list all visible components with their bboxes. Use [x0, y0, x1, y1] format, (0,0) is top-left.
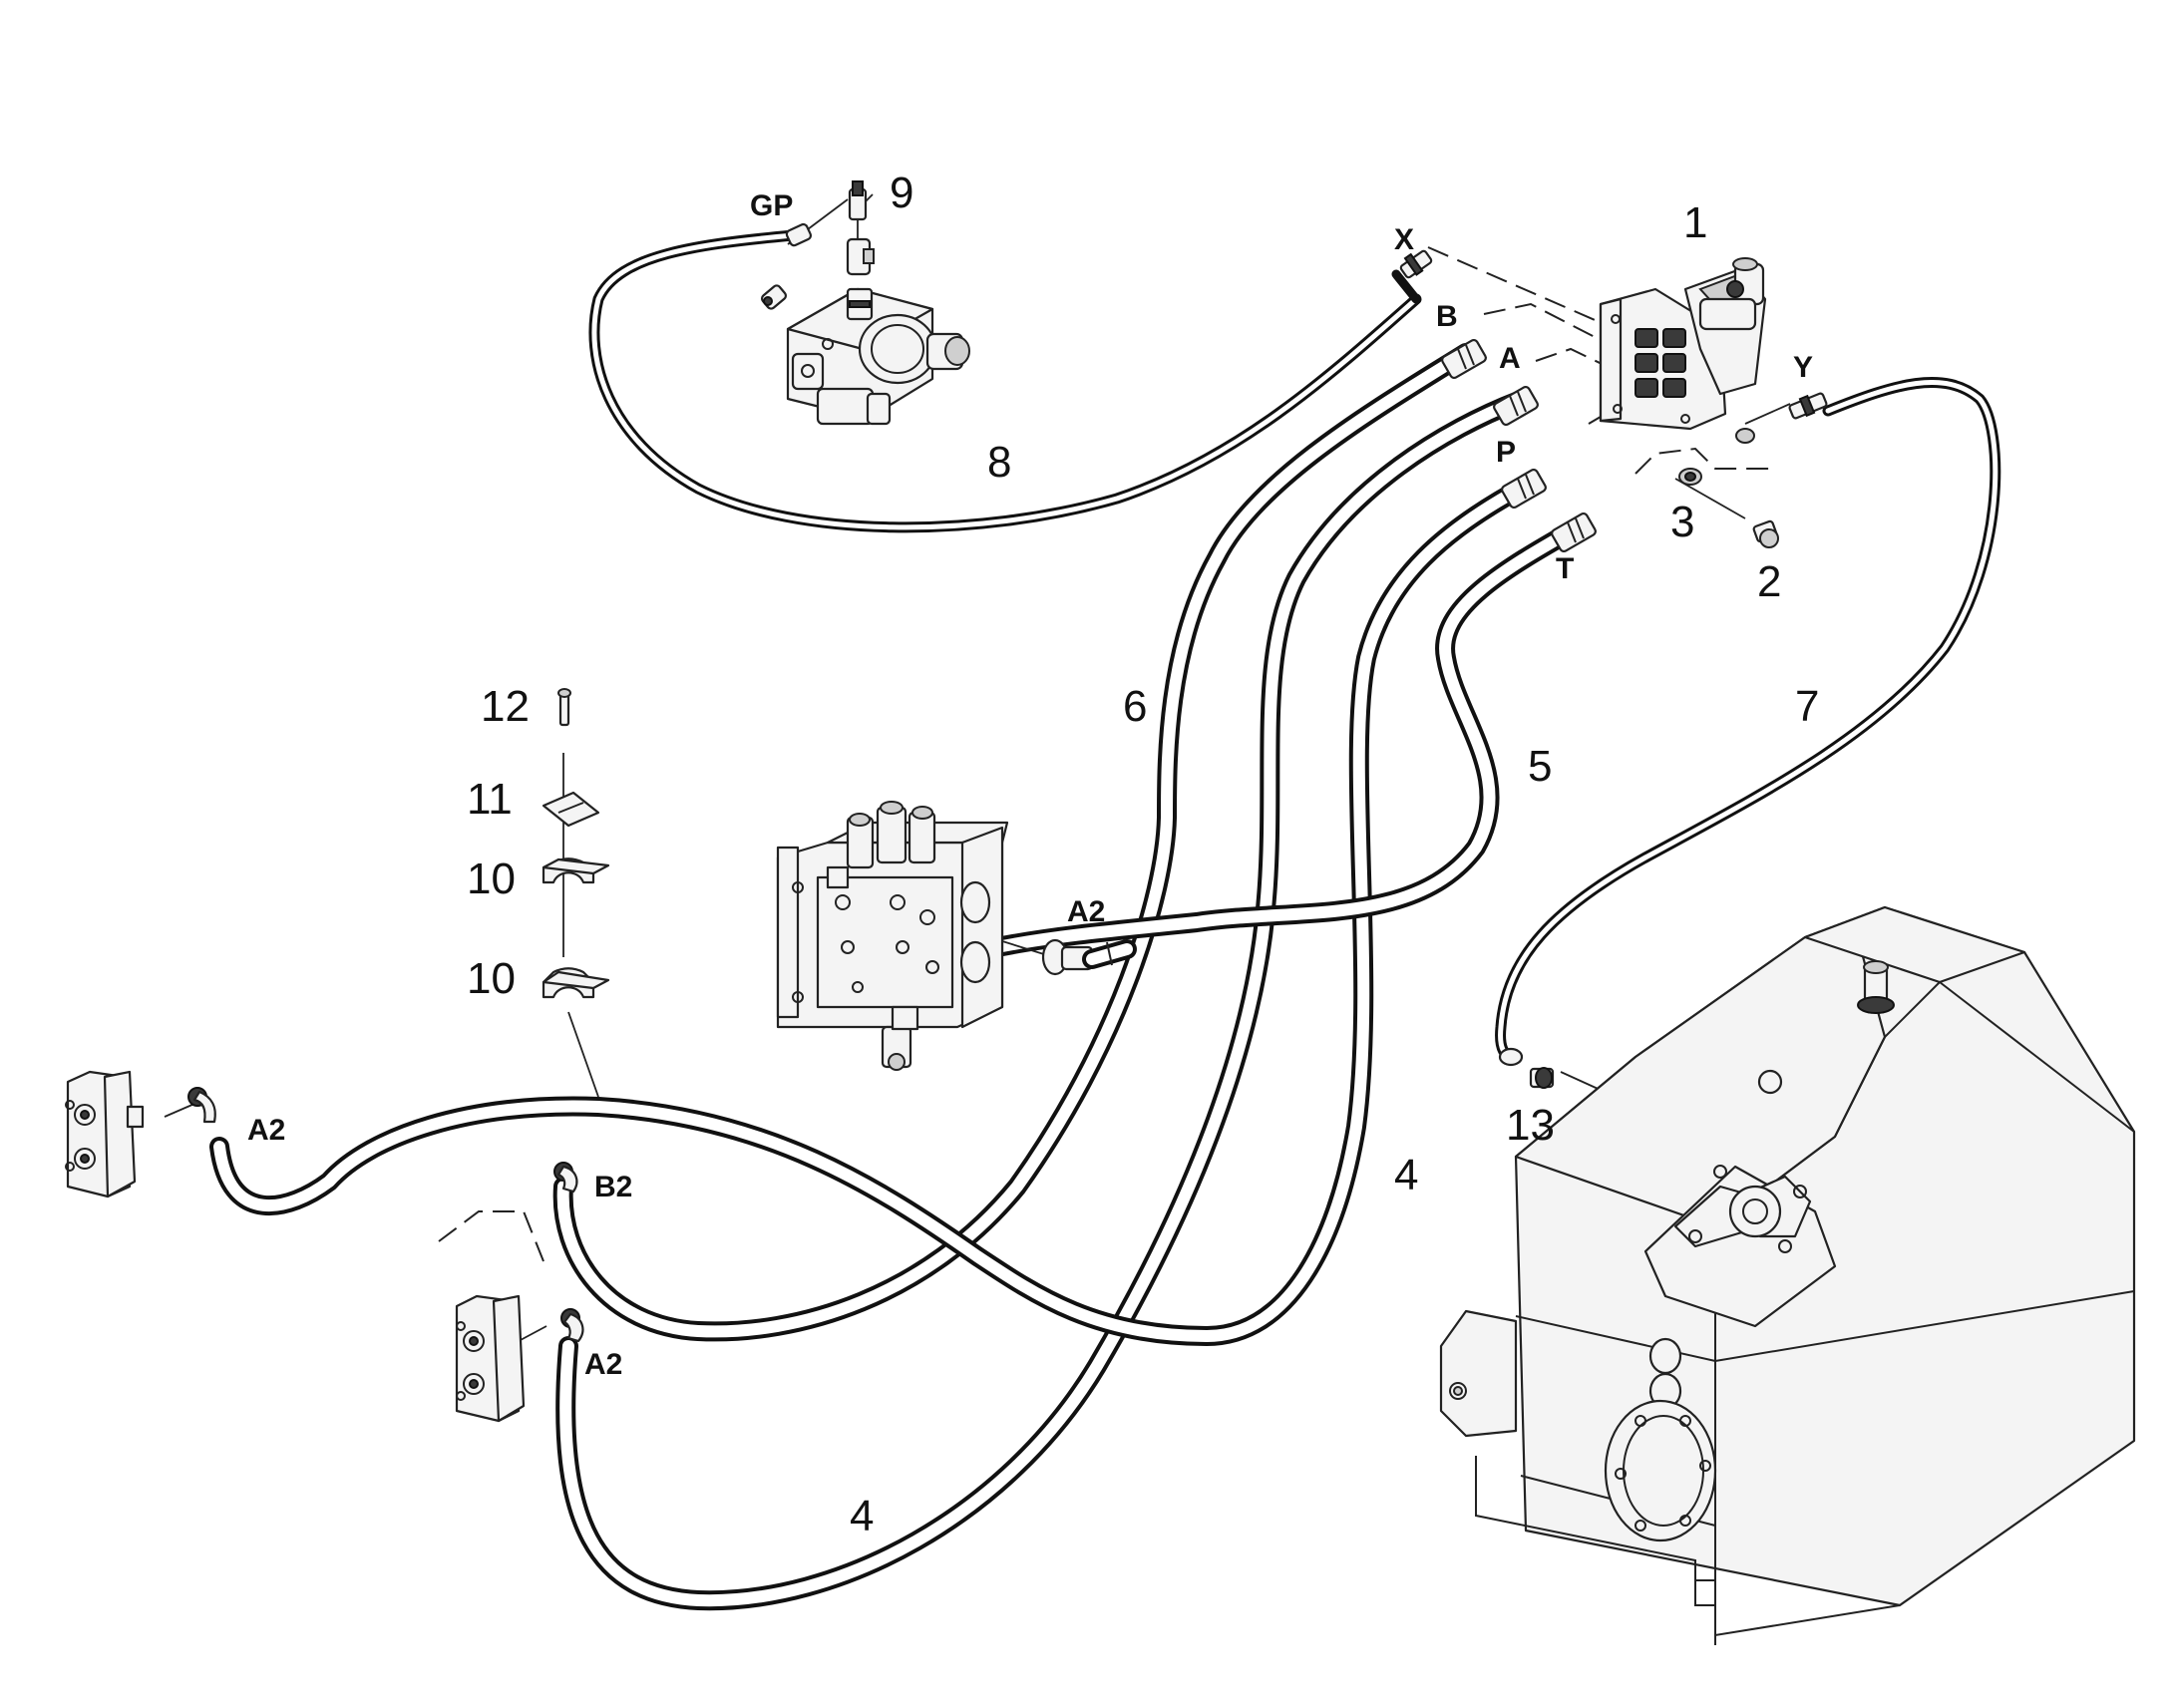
hose-4: [209, 476, 1536, 1346]
port-label-p: P: [1496, 436, 1516, 469]
hose-4-upper: [555, 391, 1529, 1611]
fitting-b: [1441, 338, 1487, 380]
fitting-b2: [553, 1162, 578, 1194]
port-label-gp: GP: [750, 189, 793, 222]
label-2: 2: [1757, 557, 1781, 606]
fitting-a2-lower: [560, 1308, 584, 1343]
label-8: 8: [987, 438, 1011, 487]
hose-6: [552, 343, 1476, 1342]
part-number-labels: 1 2 3 4 4 5 6 7 8 9 10 10 11 12 13: [467, 169, 1819, 1540]
port-label-a2-valve: A2: [1067, 895, 1105, 928]
label-1: 1: [1683, 198, 1707, 247]
label-10-lower: 10: [467, 954, 516, 1003]
port-label-a2-lower: A2: [584, 1348, 622, 1381]
hose-clamp-upper: [542, 857, 610, 884]
travel-motor-left: [65, 1070, 145, 1198]
bolt: [557, 688, 571, 727]
fitting-t: [1551, 512, 1597, 553]
port-labels: GP X B A P T Y A2 A2 B2 A2: [247, 189, 1813, 1381]
hydraulic-tank: [1439, 905, 2136, 1645]
port-label-x: X: [1394, 223, 1414, 256]
fitting-a2-left: [187, 1087, 216, 1124]
clamp-plate: [542, 791, 600, 828]
fitting-a: [1493, 385, 1539, 427]
fitting-x: [1399, 249, 1433, 279]
plug: [1752, 519, 1779, 548]
label-7: 7: [1795, 682, 1819, 731]
fitting-a2-valve: [1041, 938, 1137, 976]
hose-7: [1495, 377, 2001, 1063]
label-4-right: 4: [1394, 1151, 1418, 1199]
port-label-b: B: [1436, 300, 1458, 333]
label-12: 12: [481, 682, 530, 731]
label-13: 13: [1506, 1101, 1555, 1150]
hose-clamp-lower: [542, 967, 610, 999]
fitting-y: [1735, 392, 1828, 444]
port-label-y: Y: [1793, 351, 1813, 384]
travel-motor-lower: [455, 1294, 526, 1423]
sealing-washer: [1678, 468, 1702, 486]
label-3: 3: [1670, 498, 1694, 546]
port-label-t: T: [1556, 552, 1574, 585]
hose-5: [987, 518, 1586, 957]
fitting-13: [1498, 1047, 1555, 1089]
label-4-bottom: 4: [850, 1492, 874, 1540]
port-label-a2-left: A2: [247, 1114, 285, 1147]
label-9: 9: [890, 169, 913, 217]
fitting-p: [1501, 468, 1547, 510]
label-11: 11: [467, 775, 513, 824]
gp-valve-block: [786, 287, 970, 426]
port-label-b2: B2: [594, 1171, 632, 1203]
pressure-sensor: [846, 180, 875, 276]
pilot-control-valve: [1599, 257, 1767, 431]
fitting-gp: [760, 222, 813, 310]
main-control-valve: [776, 801, 1009, 1071]
label-5: 5: [1528, 742, 1552, 791]
hose-8: [588, 229, 1422, 533]
port-label-a: A: [1499, 342, 1521, 375]
label-10-upper: 10: [467, 854, 516, 903]
label-6: 6: [1123, 682, 1147, 731]
